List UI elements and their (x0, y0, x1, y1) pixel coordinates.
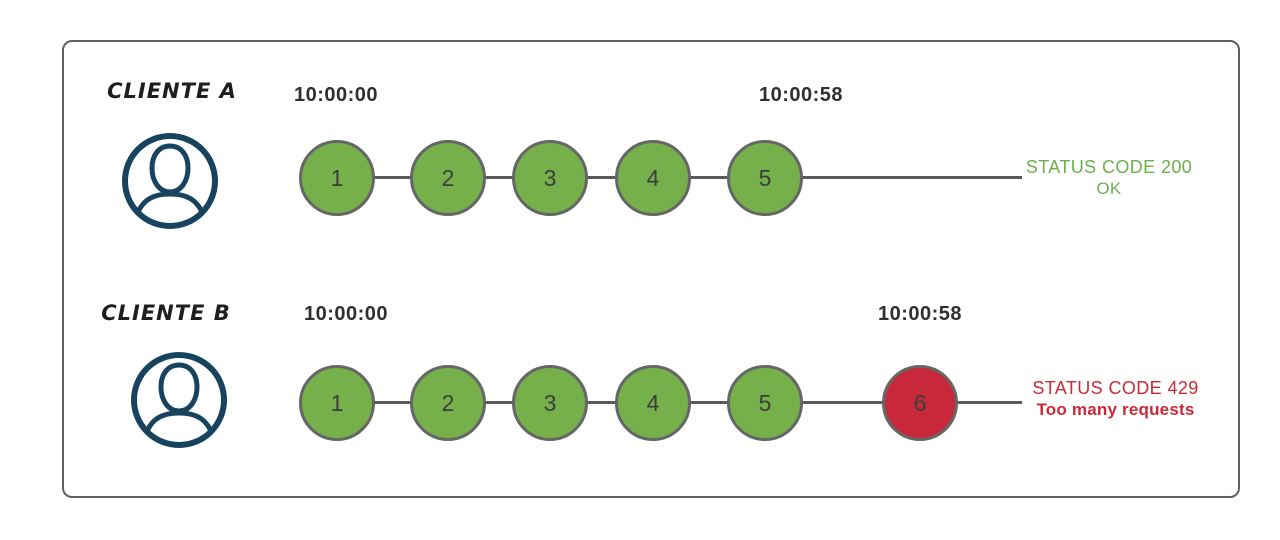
request-circle-b1: 1 (299, 365, 375, 441)
request-circle-a5: 5 (727, 140, 803, 216)
client-b-avatar-icon (129, 350, 229, 450)
row-a-end-time: 10:00:58 (758, 84, 844, 106)
client-a-avatar-icon (120, 131, 220, 231)
request-circle-a4: 4 (615, 140, 691, 216)
row-a-start-time: 10:00:00 (293, 84, 379, 106)
client-a-label: CLIENTE A (107, 79, 237, 103)
request-circle-b5: 5 (727, 365, 803, 441)
request-circle-a2: 2 (410, 140, 486, 216)
client-b-label: CLIENTE B (101, 301, 231, 325)
row-b-end-time: 10:00:58 (877, 303, 963, 325)
request-circle-b2: 2 (410, 365, 486, 441)
request-circle-b3: 3 (512, 365, 588, 441)
request-circle-b6-rate-limited: 6 (882, 365, 958, 441)
row-b-start-time: 10:00:00 (303, 303, 389, 325)
row-b-status-code: STATUS CODE 429 (1032, 378, 1199, 398)
request-circle-a3: 3 (512, 140, 588, 216)
row-a-status: STATUS CODE 200 OK (1023, 156, 1195, 200)
row-a-status-code: STATUS CODE 200 (1025, 157, 1193, 177)
request-circle-a1: 1 (299, 140, 375, 216)
row-b-status-message: Too many requests (1036, 400, 1195, 419)
row-b-status: STATUS CODE 429 Too many requests (1023, 377, 1208, 421)
request-circle-b4: 4 (615, 365, 691, 441)
row-a-status-message: OK (1096, 179, 1122, 198)
